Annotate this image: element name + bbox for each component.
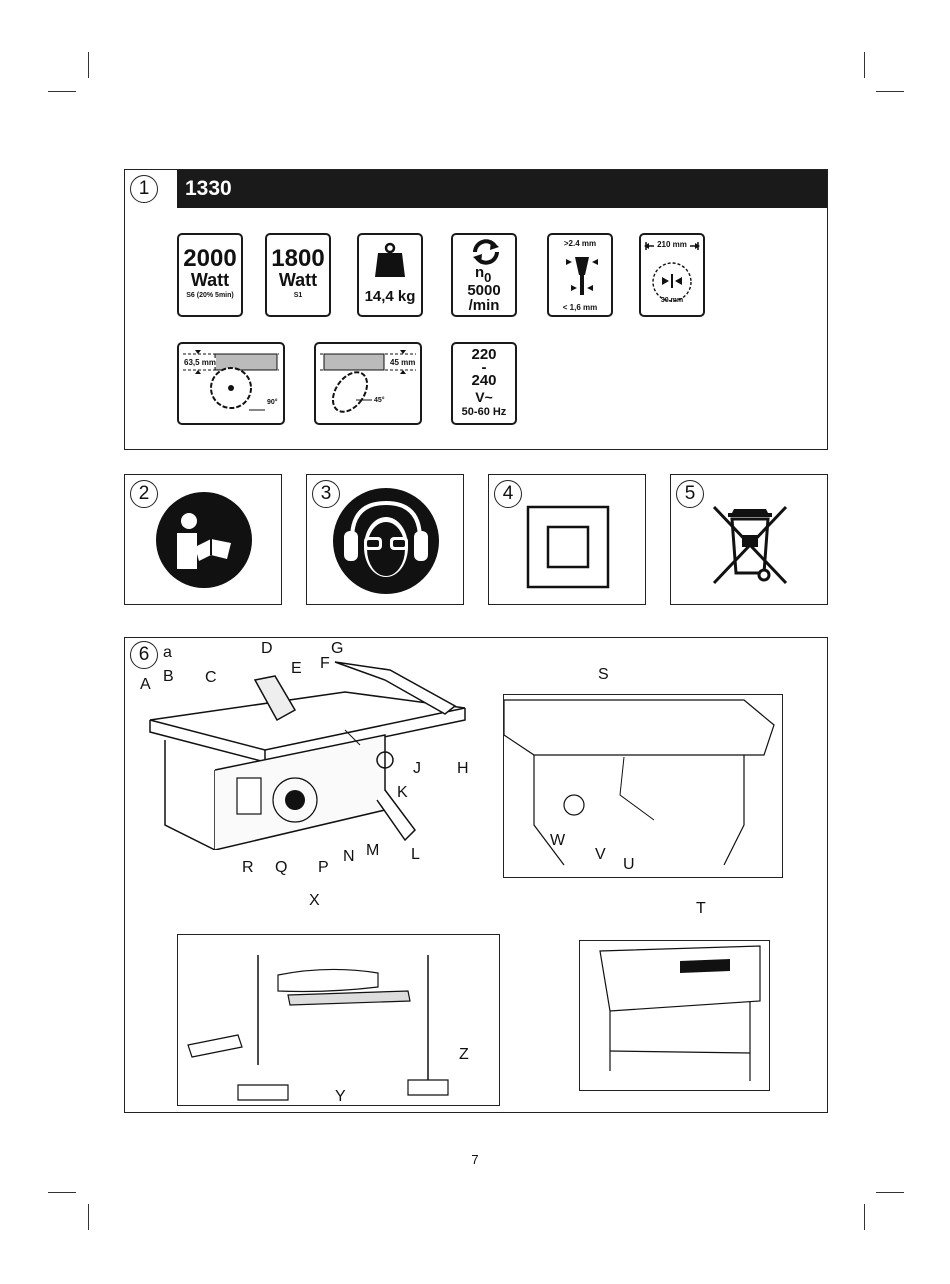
saw-blade-icon [644, 242, 700, 302]
part-label-z: Z [459, 1046, 469, 1063]
sub-label: a [163, 644, 172, 661]
weight-value: 14,4 kg [364, 288, 416, 305]
model-title: 1330 [177, 170, 827, 208]
part-label-f: F [320, 655, 330, 672]
read-manual-icon [156, 492, 252, 588]
cut-depth-45-badge: 45 mm 45° [314, 342, 422, 425]
part-label-k: K [397, 784, 408, 801]
section-number: 6 [130, 641, 158, 669]
section-4-panel: 4 [488, 474, 646, 605]
detail-view-bottom-left [177, 934, 500, 1106]
speed-value: 5000 [467, 282, 501, 299]
blade-diameter: 210 mm [657, 240, 687, 249]
kerf-bottom: < 1,6 mm [562, 303, 598, 312]
part-label-u: U [623, 856, 635, 873]
crop-mark [876, 91, 904, 92]
section-number: 3 [312, 480, 340, 508]
power-s1-unit: Watt [278, 270, 318, 290]
part-label-b: B [163, 668, 174, 685]
rotation-icon [473, 239, 499, 265]
blade-badge: 210 mm 30 mm [639, 233, 705, 317]
weight-badge: 14,4 kg [357, 233, 423, 317]
voltage-badge: 220 - 240 V~ 50-60 Hz [451, 342, 517, 425]
part-label-x: X [309, 892, 320, 909]
weight-icon [375, 242, 405, 277]
power-s1-note: S1 [293, 292, 303, 299]
eye-ear-protection-icon [333, 488, 439, 594]
speed-symbol: n [475, 264, 485, 281]
voltage-dash: - [481, 359, 487, 376]
weee-crossed-bin-icon [712, 505, 788, 585]
cut-45-icon [320, 350, 416, 413]
section-1-specs-panel: 1 1330 2000 Watt S6 (20% 5min) 1800 Watt… [124, 169, 828, 450]
power-s6-unit: Watt [190, 270, 230, 290]
speed-sub: 0 [484, 270, 492, 285]
part-label-d: D [261, 640, 273, 657]
part-label-c: C [205, 669, 217, 686]
part-label-v: V [595, 846, 606, 863]
part-label-m: M [366, 842, 380, 859]
part-label-t: T [696, 900, 706, 917]
detail-view-top-right [503, 694, 783, 878]
part-label-r: R [242, 859, 254, 876]
cut-45-depth: 45 mm [390, 358, 416, 367]
riving-knife-icon [566, 257, 598, 295]
part-label-n: N [343, 848, 355, 865]
power-s6-badge: 2000 Watt S6 (20% 5min) [177, 233, 243, 317]
part-label-p: P [318, 859, 329, 876]
part-label-q: Q [275, 859, 288, 876]
part-label-s: S [598, 666, 609, 683]
power-s1-value: 1800 [271, 245, 325, 272]
page-number: 7 [471, 1152, 479, 1167]
side-storage-illustration [599, 945, 761, 1081]
cut-depth-90-badge: 63,5 mm 90° [177, 342, 285, 425]
section-number: 2 [130, 480, 158, 508]
part-label-l: L [411, 846, 420, 863]
saw-underside-illustration [504, 699, 775, 866]
crop-mark [876, 1192, 904, 1193]
cut-90-depth: 63,5 mm [184, 358, 217, 367]
section-6-panel: 6 a A B C D E F G H J K L M N P Q R S U [124, 637, 828, 1113]
speed-unit: /min [468, 297, 500, 314]
cut-90-angle: 90° [267, 399, 278, 406]
accessory-storage-illustration [187, 955, 449, 1101]
part-label-j: J [413, 760, 421, 777]
section-3-panel: 3 [306, 474, 464, 605]
voltage-high: 240 [471, 372, 497, 389]
section-number: 4 [494, 480, 522, 508]
section-number: 5 [676, 480, 704, 508]
speed-badge: n0 5000 /min [451, 233, 517, 317]
double-insulation-icon [526, 505, 610, 589]
voltage-ac: V~ [475, 389, 493, 405]
power-s6-note: S6 (20% 5min) [186, 292, 234, 299]
crop-mark [864, 52, 865, 78]
section-number: 1 [130, 175, 158, 203]
cut-90-icon [183, 350, 279, 411]
crop-mark [864, 1204, 865, 1230]
blade-bore: 30 mm [660, 297, 684, 304]
table-saw-illustration [149, 661, 466, 850]
crop-mark [48, 91, 76, 92]
power-s1-badge: 1800 Watt S1 [265, 233, 331, 317]
part-label-e: E [291, 660, 302, 677]
section-5-panel: 5 [670, 474, 828, 605]
kerf-badge: >2.4 mm < 1,6 mm [547, 233, 613, 317]
part-label-y: Y [335, 1088, 346, 1105]
power-s6-value: 2000 [183, 245, 237, 272]
cut-45-angle: 45° [374, 397, 385, 404]
part-label-a: A [140, 676, 151, 693]
crop-mark [88, 1204, 89, 1230]
part-label-h: H [457, 760, 469, 777]
detail-view-bottom-right [579, 940, 770, 1091]
part-label-w: W [550, 832, 566, 849]
voltage-freq: 50-60 Hz [461, 406, 507, 418]
crop-mark [88, 52, 89, 78]
part-label-g: G [331, 640, 344, 657]
section-2-panel: 2 [124, 474, 282, 605]
voltage-low: 220 [471, 346, 497, 363]
crop-mark [48, 1192, 76, 1193]
kerf-top: >2.4 mm [563, 239, 597, 248]
